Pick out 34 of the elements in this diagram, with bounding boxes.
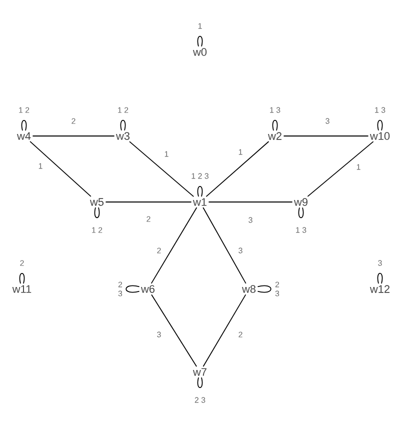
edge: [197, 186, 203, 197]
edge: [19, 272, 25, 284]
edge: [21, 120, 27, 131]
world-label: w7: [192, 368, 206, 376]
edge: [377, 272, 383, 284]
edge: [257, 285, 272, 293]
world-label: w8: [242, 285, 256, 293]
world-label: w5: [90, 198, 104, 206]
edge: [126, 285, 140, 293]
edge: [206, 141, 270, 197]
world-label: w9: [294, 198, 308, 206]
edge: [377, 120, 383, 131]
edge: [298, 207, 304, 218]
world-label: w2: [268, 132, 282, 140]
world-label: w10: [370, 132, 390, 140]
world-label: w6: [140, 285, 155, 293]
world-label: w4: [16, 132, 31, 140]
edge: [94, 207, 100, 218]
world-label: w11: [12, 285, 32, 293]
edge: [30, 141, 92, 197]
edge: [151, 294, 198, 367]
world-label: w1: [192, 198, 206, 206]
edge: [202, 294, 246, 367]
edge: [272, 120, 278, 131]
world-label: w12: [370, 285, 390, 293]
edge: [197, 377, 203, 388]
edge: [197, 36, 203, 47]
edge: [150, 207, 198, 284]
edge: [120, 120, 126, 131]
world-label: w3: [116, 132, 130, 140]
world-label: w0: [192, 48, 207, 56]
edge: [129, 141, 194, 197]
edge: [202, 207, 246, 284]
edge: [307, 141, 374, 197]
